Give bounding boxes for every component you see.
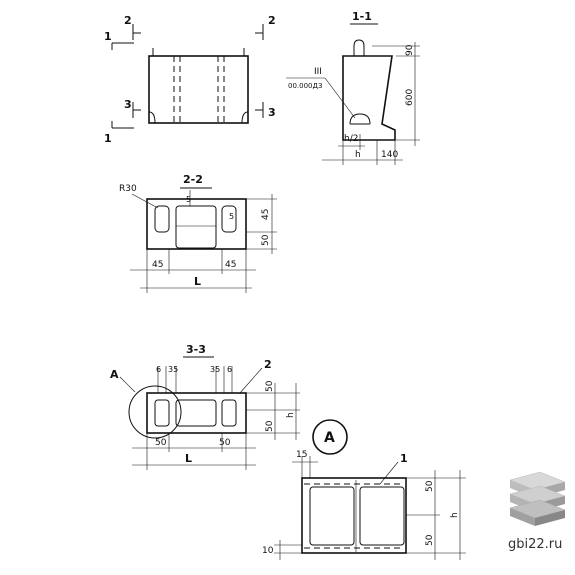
dim-15: 15 [296,450,307,460]
detail-a: A 15 1 50 h 50 10 [262,419,466,560]
dim-35-left: 35 [168,365,178,374]
detail-label-1: 1 [400,452,408,465]
section-2-2: 2-2 R30 5 5 45 50 45 45 L [119,173,277,293]
section-1-1-title: 1-1 [352,10,372,23]
detail-a-circle [312,419,348,455]
section-2-2-outline [146,198,247,250]
section-1-1: 1-1 III 00.000ДЗ 90 600 h/2 h 140 [286,10,420,165]
dim-90: 90 [405,44,415,56]
dim-600: 600 [405,89,415,106]
dim-35-right: 35 [210,365,220,374]
dim-5-right: 5 [229,212,234,221]
section-marker-2-left: 2 [124,14,132,27]
ref-code: 00.000ДЗ [288,82,323,90]
dim-h: h [286,412,296,418]
front-view: 1 1 2 2 3 3 [104,14,276,145]
dim-6-right: 6 [227,365,232,374]
watermark-text: gbi22.ru [508,537,562,552]
dim-10: 10 [262,546,274,556]
dim-L-3-3: L [185,452,192,465]
front-view-outline [148,55,249,124]
dim-140: 140 [381,150,398,160]
section-marker-1-top: 1 [104,30,112,43]
void [221,205,237,233]
dim-5-top: 5 [186,195,191,204]
radius-r30: R30 [119,184,137,194]
section-marker-1-bottom: 1 [104,132,112,145]
void [175,205,217,249]
section-3-3-outline [146,392,247,434]
dim-50-mid: 50 [219,438,231,448]
dim-h-half: h/2 [344,134,358,144]
dim-45-left: 45 [152,260,163,270]
section-marker-3-left: 3 [124,98,132,111]
dim-6-left: 6 [156,365,161,374]
dim-45-right: 45 [261,209,271,220]
section-1-1-profile [342,55,396,141]
detail-dim-50-bottom: 50 [425,534,435,546]
label-2: 2 [264,358,272,371]
detail-a-callout-circle [128,385,182,439]
dim-h: h [355,150,361,160]
section-3-3-title: 3-3 [186,343,206,356]
dim-50-right: 50 [261,234,271,246]
label-A: A [110,368,119,381]
detail-dim-50-top: 50 [425,480,435,492]
dim-L: L [194,275,201,288]
site-logo [509,471,566,526]
dim-50-top: 50 [265,380,275,392]
detail-a-outline [301,477,407,554]
section-2-2-title: 2-2 [183,173,203,186]
dim-45-bottom-right: 45 [225,260,236,270]
section-3-3: 3-3 A 2 6 35 35 6 50 h 50 [110,343,300,470]
dim-50-bottom: 50 [265,420,275,432]
void [154,205,170,233]
detail-dim-h: h [450,512,460,518]
section-marker-2-right: 2 [268,14,276,27]
ref-roman: III [314,67,322,77]
detail-a-label: A [324,430,335,446]
dim-50-left: 50 [155,438,167,448]
section-marker-3-right: 3 [268,106,276,119]
